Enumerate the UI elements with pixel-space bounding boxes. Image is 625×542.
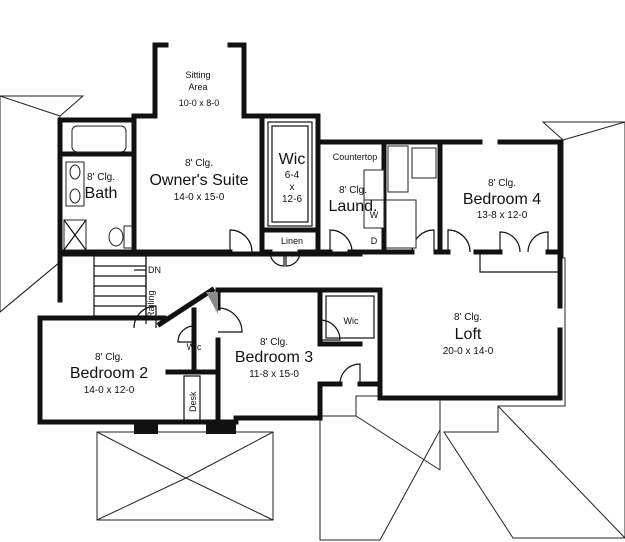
loft-name: Loft (455, 326, 482, 343)
wic3-shelves (325, 295, 375, 339)
wic1-shelves (267, 121, 313, 227)
wic1-name: Wic (279, 151, 306, 168)
dryer-label: D (371, 236, 378, 246)
sitting-area-dim: 10-0 x 8-0 (179, 98, 220, 108)
countertop-label: Countertop (333, 152, 378, 162)
laundry-name: Laund. (329, 198, 378, 215)
owners-suite-name: Owner's Suite (149, 172, 248, 189)
staircase (93, 255, 147, 324)
bed4-clg: 8' Clg. (488, 178, 516, 189)
owners-dim: 14-0 x 15-0 (174, 192, 225, 203)
laundry-fixtures (363, 145, 437, 249)
bed4-name: Bedroom 4 (463, 191, 541, 208)
windows (134, 424, 236, 434)
bed3-dim: 11-8 x 15-0 (249, 369, 299, 380)
loft-dim: 20-0 x 14-0 (443, 346, 494, 357)
wic3-name: Wic (344, 316, 359, 326)
bath-fixtures (63, 125, 133, 251)
stair-dn-label: DN (148, 265, 161, 275)
bath-name: Bath (85, 185, 118, 202)
bed4-dim: 13-8 x 12-0 (477, 210, 528, 221)
sitting-area-label-2: Area (188, 82, 207, 92)
bed2-dim: 14-0 x 12-0 (84, 385, 135, 396)
labels: Sitting Area 10-0 x 8-0 8' Clg. Owner's … (70, 70, 541, 412)
interior-walls (57, 113, 563, 425)
bed2-name: Bedroom 2 (70, 365, 148, 382)
desk (183, 375, 201, 421)
structural-hatch (206, 292, 218, 314)
wic2-name: Wic (187, 342, 202, 352)
bath-clg: 8' Clg. (87, 172, 115, 183)
laundry-clg: 8' Clg. (339, 185, 367, 196)
desk-label: Desk (188, 391, 198, 412)
wic1-dim-b: 12-6 (282, 194, 302, 205)
sitting-area-label-1: Sitting (185, 70, 210, 80)
bed3-clg: 8' Clg. (260, 337, 288, 348)
railing-label: Railing (146, 290, 156, 318)
owners-clg: 8' Clg. (185, 158, 213, 169)
washer-label: W (370, 210, 379, 220)
wic1-dim-a: 6-4 (285, 170, 300, 181)
loft-clg: 8' Clg. (454, 312, 482, 323)
linen-label: Linen (281, 236, 303, 246)
roof-bottom-left (96, 431, 274, 521)
wic1-dim-x: x (290, 182, 295, 193)
roof-right (443, 121, 625, 539)
bed3-name: Bedroom 3 (235, 349, 313, 366)
roof-bottom-center (319, 395, 441, 541)
bed2-clg: 8' Clg. (95, 352, 123, 363)
